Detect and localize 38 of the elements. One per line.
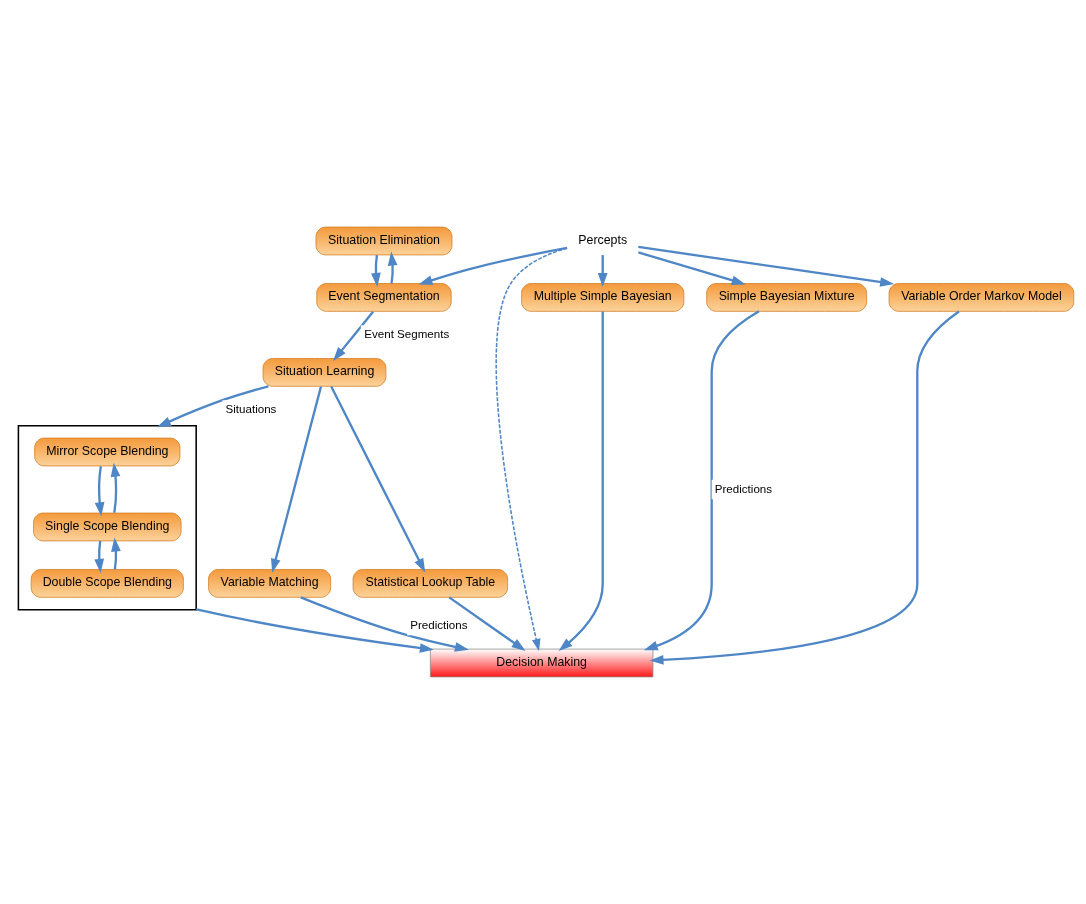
node-box: Variable Matching — [208, 569, 332, 598]
arrow — [330, 386, 426, 573]
edge-label: Predictions — [714, 482, 773, 495]
arrow — [371, 254, 381, 287]
arrow — [638, 251, 746, 286]
cluster — [17, 424, 197, 611]
arrow — [418, 246, 568, 285]
arrow — [597, 255, 608, 287]
arrow — [495, 247, 568, 652]
node-text: Percepts — [578, 232, 628, 247]
arrow — [643, 310, 760, 651]
arrow — [195, 608, 434, 653]
node-box: Variable Order Markov Model — [888, 283, 1075, 312]
node-box: Multiple Simple Bayesian — [521, 283, 685, 312]
arrow — [110, 462, 121, 513]
edge-label: Event Segments — [364, 328, 450, 340]
edge-label: Situations — [225, 402, 277, 415]
arrow — [448, 596, 526, 651]
arrow — [558, 311, 604, 652]
node-box: Event Segmentation — [316, 283, 452, 312]
arrow — [271, 386, 323, 573]
arrow — [649, 310, 960, 665]
arrow — [94, 466, 105, 517]
arrow — [156, 385, 269, 428]
arrow — [387, 251, 398, 284]
node-box: Situation Learning — [262, 358, 387, 387]
node-box: Situation Elimination — [315, 226, 453, 256]
edge-label: Predictions — [410, 618, 468, 631]
node-box: Statistical Lookup Table — [352, 569, 509, 598]
arrow — [111, 537, 121, 570]
node-box: Single Scope Blending — [33, 512, 182, 542]
node-box: Decision Making — [429, 648, 654, 678]
arrow — [94, 540, 105, 573]
node-box: Simple Bayesian Mixture — [706, 283, 868, 312]
arrow — [638, 245, 895, 287]
node-box: Mirror Scope Blending — [34, 437, 181, 467]
arrow — [333, 310, 374, 361]
node-box: Double Scope Blending — [30, 569, 184, 598]
